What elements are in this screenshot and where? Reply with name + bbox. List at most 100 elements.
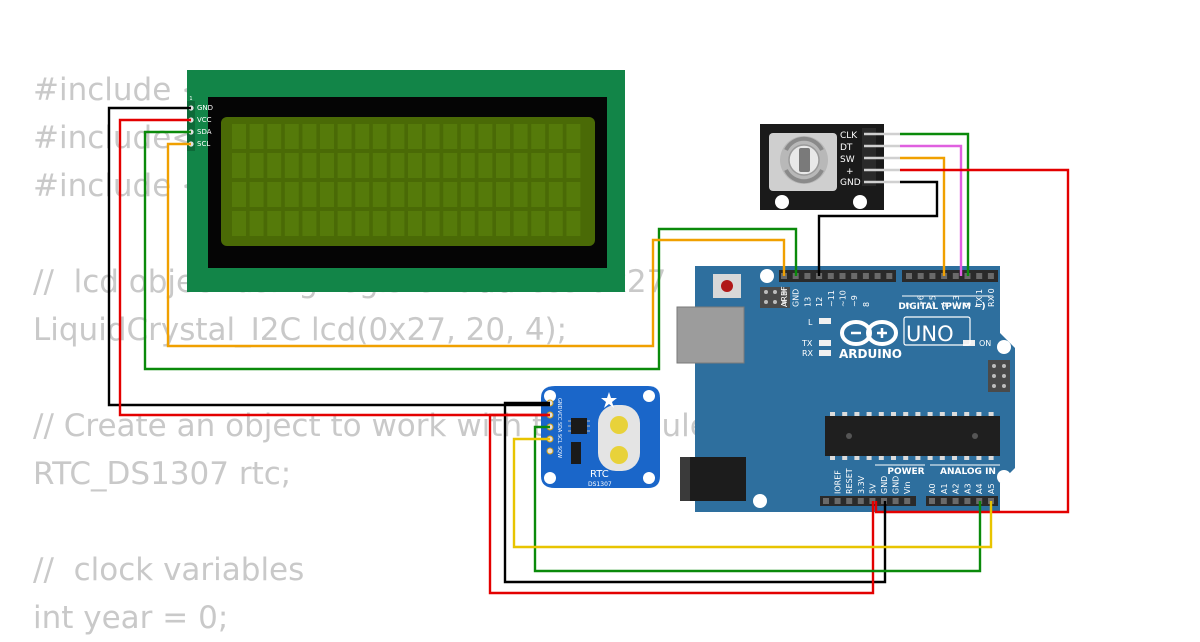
chip-pin: [830, 456, 835, 460]
chip-notch: [846, 433, 852, 439]
lcd-char-cell: [408, 153, 422, 178]
digital-pin[interactable]: [987, 273, 994, 279]
wire-lcd-sda[interactable]: [143, 130, 798, 371]
lcd-char-cell: [443, 211, 458, 236]
chip-pin: [878, 412, 884, 416]
battery-contact: [610, 416, 628, 434]
lcd-char-cell: [249, 124, 264, 149]
lcd-char-cell: [372, 124, 387, 149]
bottom-pin[interactable]: [964, 498, 971, 504]
wire-encoder-dt[interactable]: [900, 144, 963, 276]
analog-pin-label: A4: [975, 483, 984, 494]
lcd-char-cell: [302, 211, 317, 236]
lcd-char-cell: [443, 182, 458, 207]
lcd-char-cell: [478, 153, 493, 178]
digital-pin[interactable]: [851, 273, 858, 279]
power-pin-label: IOREF: [834, 470, 843, 494]
digital-pin[interactable]: [827, 273, 834, 279]
bottom-pin[interactable]: [892, 498, 899, 504]
wire-encoder-gnd[interactable]: [817, 180, 939, 276]
digital-pin-label: GND: [792, 289, 801, 307]
bottom-pin[interactable]: [846, 498, 853, 504]
lcd-char-cell: [372, 211, 387, 236]
wire-lcd-scl[interactable]: [166, 142, 786, 348]
code-line: #include<: [33, 120, 198, 156]
reset-button-cap[interactable]: [721, 280, 733, 292]
lcd-char-cell: [320, 124, 334, 149]
encoder-pin-label: +: [846, 167, 854, 177]
digital-pin[interactable]: [886, 273, 893, 279]
rtc-pin-label: SQW: [556, 446, 562, 458]
lcd-char-cell: [531, 153, 546, 178]
bottom-pin[interactable]: [929, 498, 935, 504]
power-pin-label: 3.3V: [857, 475, 866, 494]
power-pin-label: RESET: [845, 468, 854, 494]
star-logo-icon: [601, 392, 617, 408]
chip-pin: [976, 412, 982, 416]
wire-encoder-clk[interactable]: [900, 132, 970, 276]
chip-pin: [903, 456, 909, 460]
bottom-pin[interactable]: [904, 498, 911, 504]
wire-lcd-vcc[interactable]: [118, 118, 550, 417]
rtc-mount-hole: [544, 390, 556, 402]
power-pin-label: 5V: [868, 483, 877, 494]
lcd-display[interactable]: 1 GND VCC SDA SCL: [187, 70, 625, 292]
code-line: // clock variables: [33, 552, 305, 588]
digital-pin[interactable]: [874, 273, 881, 279]
digital-pin[interactable]: [929, 273, 936, 279]
digital-pin[interactable]: [804, 273, 811, 279]
lcd-char-cell: [267, 182, 282, 207]
wire-lcd-gnd[interactable]: [107, 106, 550, 407]
bottom-pin[interactable]: [952, 498, 959, 504]
lcd-char-cell: [478, 211, 493, 236]
led-on: [963, 340, 975, 346]
lcd-char-cell: [531, 124, 546, 149]
lcd-pin1-marker: 1: [189, 96, 192, 102]
rotary-encoder[interactable]: CLK DT SW + GND: [760, 124, 900, 210]
digital-pin-label: ~5: [928, 295, 937, 307]
wire-encoder-vcc[interactable]: [874, 168, 1070, 514]
lcd-char-cell: [425, 182, 440, 207]
lcd-char-cell: [548, 124, 563, 149]
wire-rtc-gnd[interactable]: [503, 401, 887, 584]
bottom-pin-holes[interactable]: [823, 498, 994, 504]
wire-encoder-sw[interactable]: [900, 156, 946, 276]
chip-pin: [878, 456, 884, 460]
power-pin-label: GND: [892, 476, 901, 494]
bottom-pin[interactable]: [857, 498, 864, 504]
bottom-pin[interactable]: [940, 498, 947, 504]
rtc-pin[interactable]: [546, 447, 554, 455]
lcd-char-cell: [267, 124, 282, 149]
lcd-char-cell: [284, 153, 299, 178]
lcd-char-cell: [566, 124, 581, 149]
arduino-model-frame: [903, 316, 971, 346]
digital-pin[interactable]: [906, 273, 912, 279]
encoder-pins[interactable]: [864, 132, 900, 184]
digital-pin[interactable]: [862, 273, 869, 279]
encoder-arrow-icon: [784, 136, 824, 151]
bottom-pin[interactable]: [834, 498, 841, 504]
encoder-arrow-icon: [784, 169, 824, 184]
wire-rtc-vcc[interactable]: [488, 413, 875, 595]
lcd-char-cell: [390, 153, 405, 178]
bottom-pin[interactable]: [823, 498, 829, 504]
arduino-mount-hole: [997, 340, 1011, 354]
analog-header: [926, 496, 998, 506]
lcd-char-cell: [425, 153, 440, 178]
lcd-char-cell: [443, 124, 458, 149]
digital-pin[interactable]: [839, 273, 846, 279]
digital-pin[interactable]: [952, 273, 959, 279]
chip-pin: [915, 456, 921, 460]
lcd-char-cell: [267, 211, 282, 236]
wire-rtc-scl[interactable]: [512, 437, 993, 549]
lcd-char-cell: [302, 153, 317, 178]
arduino-mount-hole: [760, 269, 774, 283]
power-header: [820, 496, 916, 506]
digital-pin[interactable]: [976, 273, 983, 279]
rtc-chip-pins: [568, 420, 590, 432]
chip-pin: [964, 456, 970, 460]
digital-pin[interactable]: [917, 273, 924, 279]
atmega-pins: [830, 412, 994, 460]
